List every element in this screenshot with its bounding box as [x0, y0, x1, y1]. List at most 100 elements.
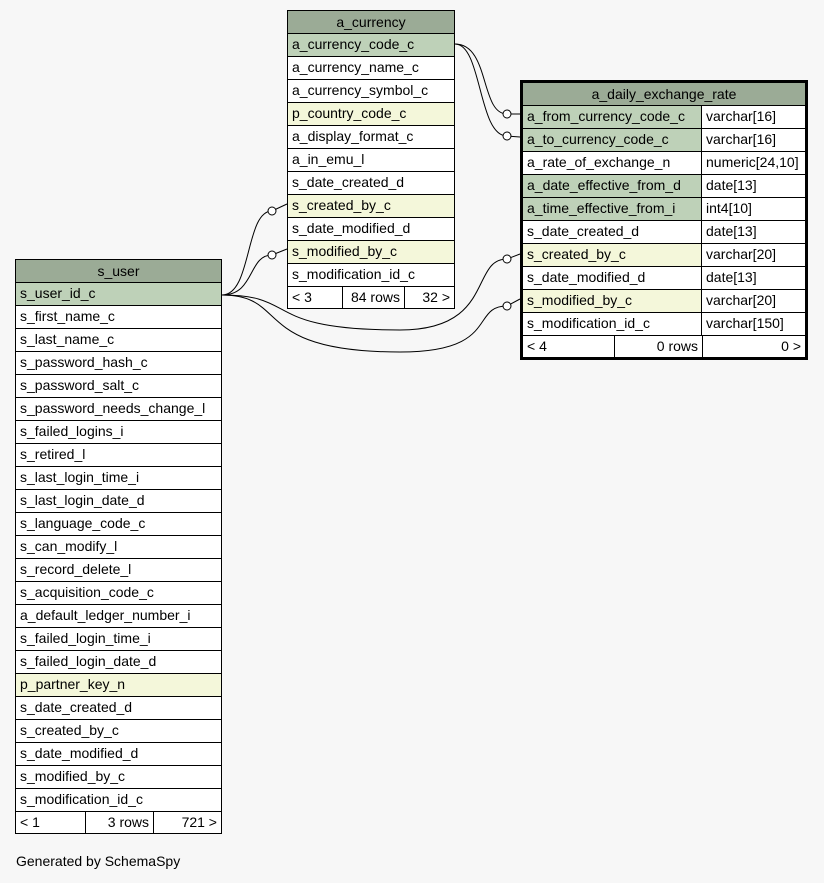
column-type: date[13] [701, 221, 805, 243]
column-list-a-currency: a_currency_code_c a_currency_name_c a_curr… [288, 34, 454, 287]
column-name: s_date_created_d [527, 223, 640, 239]
column-type: varchar[20] [701, 244, 805, 266]
column-name: a_date_effective_from_d [523, 175, 701, 197]
column-row-s-modified-by-c[interactable]: s_modified_by_c [16, 766, 221, 789]
table-footer-s-user: < 1 3 rows 721 > [16, 812, 221, 833]
column-row-a-in-emu-l[interactable]: a_in_emu_l [288, 149, 454, 172]
column-name: a_default_ledger_number_i [20, 607, 191, 623]
footer-parents[interactable]: < 1 [20, 814, 40, 830]
column-name: a_currency_name_c [292, 59, 419, 75]
column-name: s_can_modify_l [20, 538, 118, 554]
column-name: s_modification_id_c [292, 266, 415, 282]
column-row-s-last-name-c[interactable]: s_last_name_c [16, 329, 221, 352]
footer-children[interactable]: 0 > [702, 336, 805, 357]
column-row-s-date-created-d[interactable]: s_date_created_d date[13] [523, 221, 805, 244]
column-row-a-default-ledger-number-i[interactable]: a_default_ledger_number_i [16, 605, 221, 628]
column-row-s-date-created-d[interactable]: s_date_created_d [16, 697, 221, 720]
column-name: s_modified_by_c [20, 768, 126, 784]
column-row-s-modification-id-c[interactable]: s_modification_id_c varchar[150] [523, 313, 805, 336]
column-name: s_record_delete_l [20, 561, 132, 577]
column-name: s_modification_id_c [527, 315, 650, 331]
column-row-s-date-modified-d[interactable]: s_date_modified_d [16, 743, 221, 766]
footer-parents[interactable]: < 3 [292, 289, 312, 305]
column-type: numeric[24,10] [701, 152, 805, 174]
column-row-s-user-id-c[interactable]: s_user_id_c [16, 283, 221, 306]
footer-children[interactable]: 32 > [404, 287, 454, 308]
column-name: s_created_by_c [523, 244, 701, 266]
column-name: s_acquisition_code_c [20, 584, 154, 600]
column-row-a-display-format-c[interactable]: a_display_format_c [288, 126, 454, 149]
column-row-a-currency-name-c[interactable]: a_currency_name_c [288, 57, 454, 80]
column-row-s-date-created-d[interactable]: s_date_created_d [288, 172, 454, 195]
column-row-s-acquisition-code-c[interactable]: s_acquisition_code_c [16, 582, 221, 605]
table-header-a-daily-exchange-rate[interactable]: a_daily_exchange_rate [523, 83, 805, 106]
column-name: s_date_modified_d [292, 220, 411, 236]
zero-or-many-marker [267, 206, 277, 216]
column-row-s-modification-id-c[interactable]: s_modification_id_c [16, 789, 221, 812]
table-a-daily-exchange-rate[interactable]: a_daily_exchange_rate a_from_currency_co… [520, 80, 808, 360]
column-row-s-first-name-c[interactable]: s_first_name_c [16, 306, 221, 329]
column-row-s-last-login-date-d[interactable]: s_last_login_date_d [16, 490, 221, 513]
column-row-s-created-by-c[interactable]: s_created_by_c [288, 195, 454, 218]
column-name: s_failed_logins_i [20, 423, 124, 439]
column-row-s-password-salt-c[interactable]: s_password_salt_c [16, 375, 221, 398]
zero-or-many-marker [502, 254, 512, 264]
column-row-s-failed-login-date-d[interactable]: s_failed_login_date_d [16, 651, 221, 674]
column-row-s-failed-logins-i[interactable]: s_failed_logins_i [16, 421, 221, 444]
column-row-s-modification-id-c[interactable]: s_modification_id_c [288, 264, 454, 287]
column-name: s_retired_l [20, 446, 86, 462]
column-row-s-can-modify-l[interactable]: s_can_modify_l [16, 536, 221, 559]
column-name: s_last_login_date_d [20, 492, 145, 508]
column-row-a-currency-symbol-c[interactable]: a_currency_symbol_c [288, 80, 454, 103]
column-row-s-created-by-c[interactable]: s_created_by_c [16, 720, 221, 743]
column-row-a-currency-code-c[interactable]: a_currency_code_c [288, 34, 454, 57]
footer-parents[interactable]: < 4 [527, 338, 547, 354]
column-row-s-record-delete-l[interactable]: s_record_delete_l [16, 559, 221, 582]
table-header-s-user[interactable]: s_user [16, 260, 221, 283]
column-row-s-password-hash-c[interactable]: s_password_hash_c [16, 352, 221, 375]
column-type: varchar[16] [701, 106, 805, 128]
column-row-s-failed-login-time-i[interactable]: s_failed_login_time_i [16, 628, 221, 651]
column-row-s-retired-l[interactable]: s_retired_l [16, 444, 221, 467]
zero-or-many-marker [502, 109, 512, 119]
column-row-s-language-code-c[interactable]: s_language_code_c [16, 513, 221, 536]
column-name: a_time_effective_from_i [523, 198, 701, 220]
column-name: a_in_emu_l [292, 151, 365, 167]
column-name: p_country_code_c [288, 103, 454, 125]
column-name: s_date_created_d [292, 174, 405, 190]
column-name: a_currency_code_c [288, 34, 454, 56]
column-name: p_partner_key_n [16, 674, 221, 696]
column-name: a_currency_symbol_c [292, 82, 429, 98]
footer-children[interactable]: 721 > [153, 812, 221, 833]
column-name: a_display_format_c [292, 128, 414, 144]
column-row-s-date-modified-d[interactable]: s_date_modified_d [288, 218, 454, 241]
column-type: varchar[150] [701, 313, 805, 335]
column-row-p-country-code-c[interactable]: p_country_code_c [288, 103, 454, 126]
column-name: s_modified_by_c [523, 290, 701, 312]
column-name: s_created_by_c [288, 195, 454, 217]
zero-or-many-marker [267, 250, 277, 260]
column-name: s_user_id_c [16, 283, 221, 305]
column-row-p-partner-key-n[interactable]: p_partner_key_n [16, 674, 221, 697]
table-header-a-currency[interactable]: a_currency [288, 11, 454, 34]
column-row-s-last-login-time-i[interactable]: s_last_login_time_i [16, 467, 221, 490]
column-name: s_date_modified_d [527, 269, 646, 285]
table-footer-a-daily-exchange-rate: < 4 0 rows 0 > [523, 336, 805, 357]
generated-by-note: Generated by SchemaSpy [16, 853, 181, 869]
column-row-s-modified-by-c[interactable]: s_modified_by_c [288, 241, 454, 264]
link-user-to-currency-created-by [221, 203, 288, 296]
column-row-s-password-needs-change-l[interactable]: s_password_needs_change_l [16, 398, 221, 421]
column-name: a_from_currency_code_c [523, 106, 701, 128]
table-a-currency[interactable]: a_currency a_currency_code_c a_currency_n… [287, 10, 455, 309]
